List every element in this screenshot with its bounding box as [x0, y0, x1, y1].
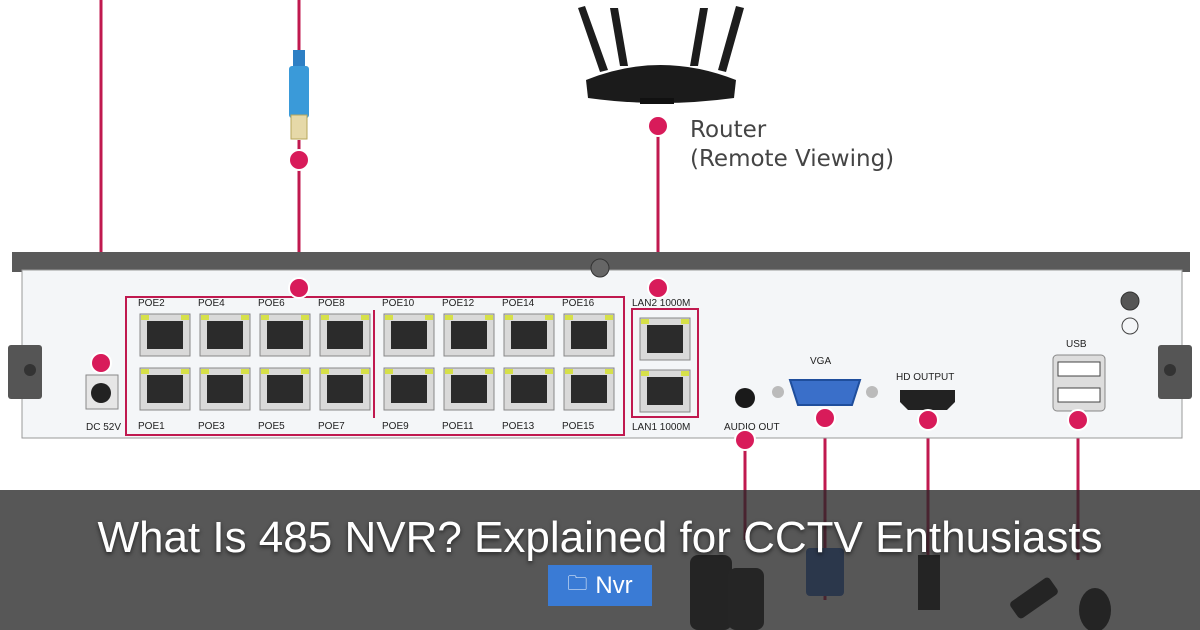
usb-label: USB: [1066, 339, 1087, 350]
audio-out-label: AUDIO OUT: [724, 422, 780, 433]
dc-label: DC 52V: [86, 422, 121, 433]
poe-top-label: POE8: [318, 298, 345, 309]
lan-port: [639, 317, 691, 361]
poe-bottom-label: POE7: [318, 421, 345, 432]
poe-port: [503, 367, 555, 411]
poe-top-label: POE2: [138, 298, 165, 309]
router-caption: Router (Remote Viewing): [690, 116, 894, 174]
poe-port: [199, 313, 251, 357]
poe-bottom-label: POE15: [562, 421, 595, 432]
poe-port: [259, 367, 311, 411]
poe-bottom-label: POE13: [502, 421, 535, 432]
poe-top-label: POE4: [198, 298, 225, 309]
title-overlay: [0, 490, 1200, 630]
poe-port: [319, 313, 371, 357]
router-subtitle: (Remote Viewing): [690, 146, 895, 172]
poe-top-label: POE6: [258, 298, 285, 309]
category-tag-label: Nvr: [595, 571, 633, 599]
category-tag[interactable]: 🗀 Nvr: [548, 565, 652, 606]
hd-output-label: HD OUTPUT: [896, 372, 954, 383]
lan-port: [639, 369, 691, 413]
article-title[interactable]: What Is 485 NVR? Explained for CCTV Enth…: [97, 513, 1103, 562]
router-title: Router: [690, 117, 767, 143]
poe-port: [443, 313, 495, 357]
poe-bottom-label: POE11: [442, 421, 474, 432]
poe-port: [259, 313, 311, 357]
lan1-label: LAN1 1000M: [632, 422, 690, 433]
poe-port: [139, 313, 191, 357]
poe-bottom-label: POE5: [258, 421, 285, 432]
poe-port: [383, 313, 435, 357]
poe-port: [443, 367, 495, 411]
poe-top-label: POE12: [442, 298, 475, 309]
vga-label: VGA: [810, 356, 831, 367]
poe-bottom-label: POE9: [382, 421, 409, 432]
router-icon: [578, 6, 744, 104]
poe-bottom-label: POE1: [138, 421, 165, 432]
folder-icon: 🗀: [567, 572, 588, 595]
poe-top-label: POE16: [562, 298, 595, 309]
poe-port: [319, 367, 371, 411]
poe-labels: POE2POE1POE4POE3POE6POE5POE8POE7POE10POE…: [138, 298, 595, 432]
poe-port: [383, 367, 435, 411]
lan2-label: LAN2 1000M: [632, 298, 690, 309]
ethernet-cable-icon: [289, 50, 309, 140]
poe-port: [199, 367, 251, 411]
poe-ports: [139, 313, 691, 413]
poe-port: [503, 313, 555, 357]
poe-top-label: POE14: [502, 298, 535, 309]
poe-bottom-label: POE3: [198, 421, 225, 432]
poe-port: [563, 367, 615, 411]
poe-port: [139, 367, 191, 411]
poe-top-label: POE10: [382, 298, 415, 309]
poe-port: [563, 313, 615, 357]
